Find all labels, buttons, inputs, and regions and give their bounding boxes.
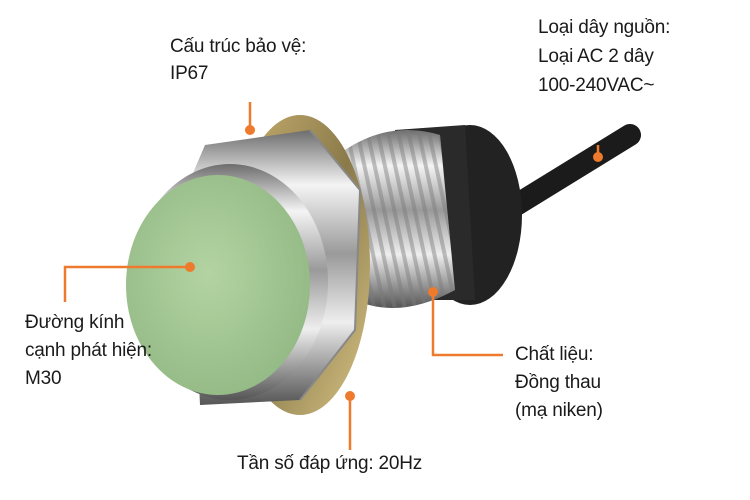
diameter-line2: cạnh phát hiện: (25, 340, 152, 361)
diameter-leader (63, 265, 190, 302)
callout-frequency: Tần số đáp ứng: 20Hz (237, 450, 422, 477)
callout-protection: Cấu trúc bảo vệ: IP67 (170, 33, 306, 87)
diameter-value: M30 (25, 368, 62, 389)
frequency-text: Tần số đáp ứng: 20Hz (237, 453, 423, 474)
material-line2: Đồng thau (515, 372, 601, 393)
power-voltage: 100-240VAC~ (538, 75, 655, 96)
protection-value: IP67 (170, 63, 209, 84)
diameter-dot (185, 262, 195, 272)
power-title: Loại dây nguồn: (538, 17, 671, 38)
material-dot (428, 287, 438, 297)
material-title: Chất liệu: (515, 344, 594, 365)
hex-nut-edge (299, 129, 362, 401)
thread-texture (345, 130, 455, 308)
diameter-line1: Đường kính (25, 312, 125, 333)
callout-dots (185, 125, 603, 401)
callout-diameter: Đường kính cạnh phát hiện: M30 (25, 309, 152, 393)
material-leader (431, 292, 503, 357)
power-dot (593, 152, 603, 162)
callout-material: Chất liệu: Đồng thau (mạ niken) (515, 341, 603, 425)
cable (489, 124, 641, 226)
callout-power: Loại dây nguồn: Loại AC 2 dây 100-240VAC… (538, 13, 670, 100)
protection-title: Cấu trúc bảo vệ: (170, 36, 307, 57)
protection-dot (245, 125, 255, 135)
sensing-face-cap (126, 175, 310, 395)
frequency-dot (345, 391, 355, 401)
power-type: Loại AC 2 dây (538, 46, 654, 67)
material-line3: (mạ niken) (515, 400, 603, 421)
